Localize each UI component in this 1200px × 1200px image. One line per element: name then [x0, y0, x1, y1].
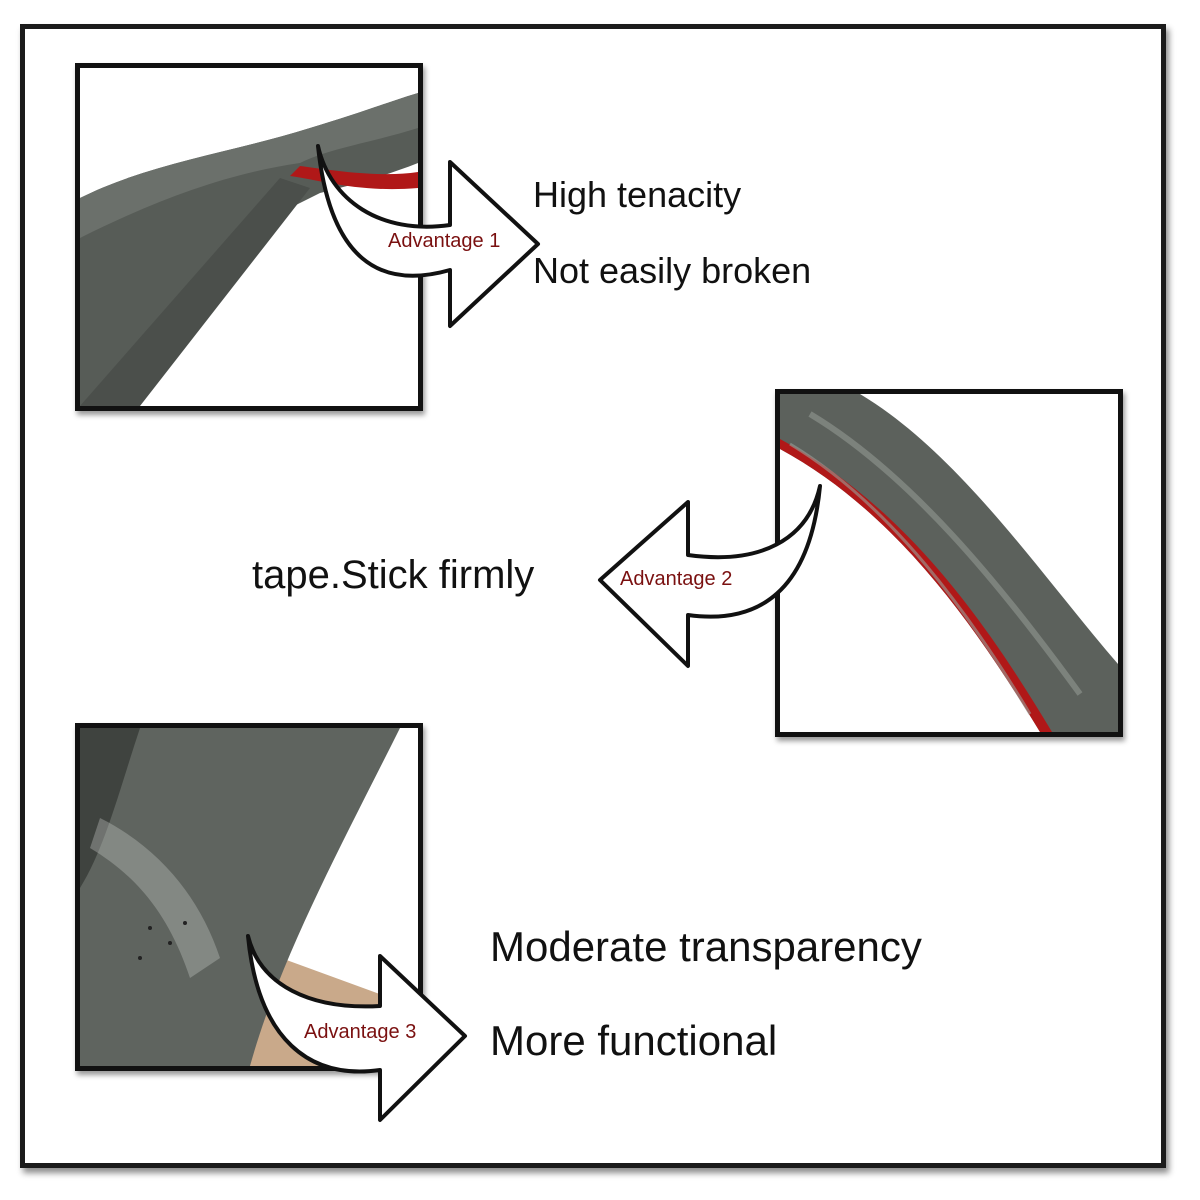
- advantage-1-arrow: Advantage 1: [316, 144, 540, 328]
- trim-strip-adhesive-image: [780, 394, 1118, 732]
- advantage-1-label: Advantage 1: [388, 230, 500, 252]
- caption-high-tenacity: High tenacity: [533, 174, 742, 215]
- advantage-3-arrow: Advantage 3: [246, 934, 467, 1122]
- advantage-2-arrow: Advantage 2: [598, 484, 822, 668]
- caption-stick-firmly: tape.Stick firmly: [252, 553, 535, 597]
- caption-moderate-transparency: Moderate transparency: [490, 923, 922, 970]
- advantage-3-label: Advantage 3: [304, 1021, 416, 1043]
- caption-not-easily-broken: Not easily broken: [533, 250, 812, 291]
- caption-more-functional: More functional: [490, 1017, 778, 1064]
- advantage-2-label: Advantage 2: [620, 568, 732, 590]
- product-photo-2: [775, 389, 1123, 737]
